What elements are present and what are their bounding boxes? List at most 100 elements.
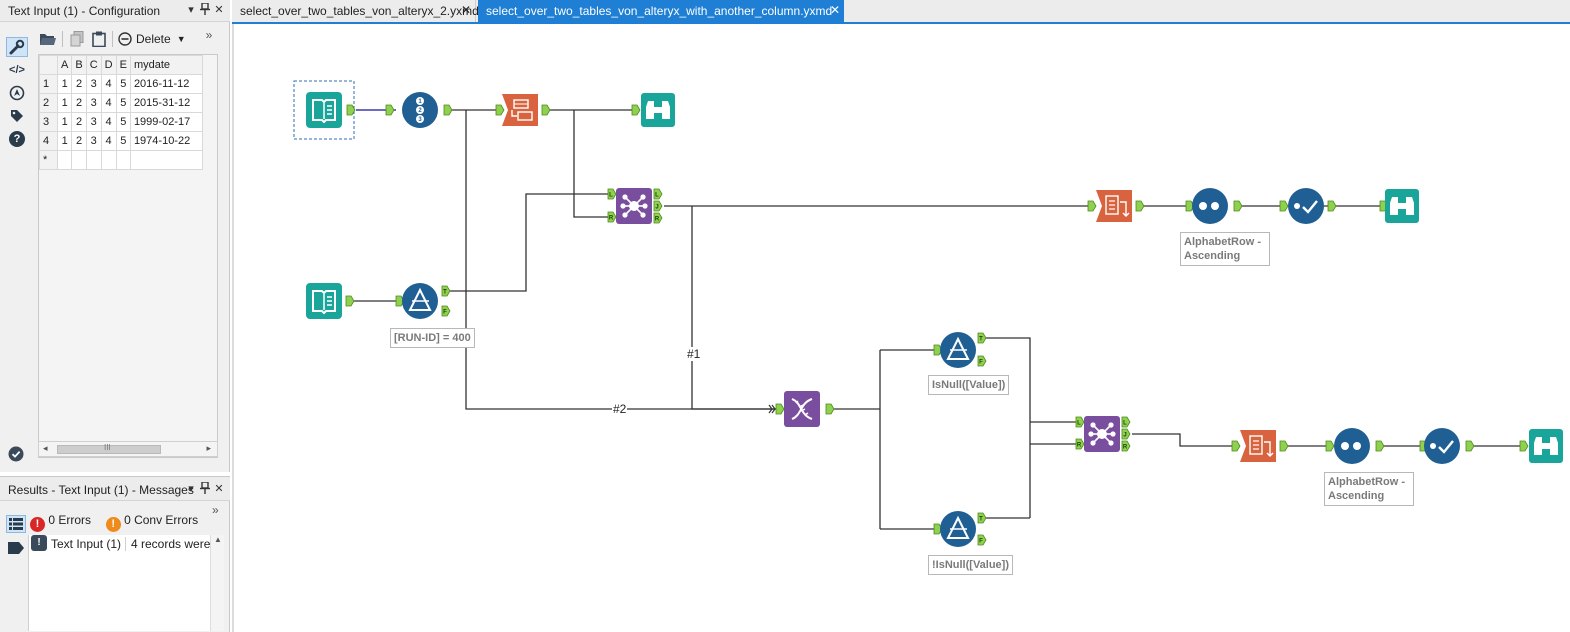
browse-tool-2[interactable] [1379, 189, 1419, 223]
connection-line-1[interactable] [691, 206, 776, 410]
grid-cell[interactable]: 1 [56, 74, 73, 94]
connection-line[interactable] [984, 337, 1031, 518]
grid-cell[interactable]: 2 [71, 131, 87, 151]
annotation-sort-bottom[interactable]: AlphabetRow - Ascending [1324, 472, 1414, 506]
cross-tab-tool-2[interactable] [1231, 430, 1289, 462]
join-tool-1[interactable]: L R L J R [607, 188, 663, 224]
grid-cell[interactable]: 4 [100, 74, 117, 94]
workflow-canvas[interactable]: 1 2 3 [232, 24, 1570, 632]
scroll-thumb[interactable]: III [57, 443, 161, 454]
errors-count[interactable]: 0 Errors [48, 513, 92, 527]
list-view-icon[interactable] [6, 515, 26, 533]
grid-cell[interactable]: 1999-02-17 [129, 112, 203, 132]
workflow-diagram[interactable]: 1 2 3 [234, 24, 1570, 632]
grid-cell[interactable]: 5 [115, 131, 131, 151]
filter-tool-isnull[interactable]: T F [933, 332, 987, 368]
text-input-tool-1[interactable] [306, 92, 356, 128]
help-icon[interactable]: ? [6, 129, 28, 149]
connection-line-2[interactable] [465, 110, 776, 410]
sort-tool-1[interactable] [1185, 188, 1243, 224]
generate-rows-tool[interactable] [768, 391, 835, 427]
conv-errors-count[interactable]: 0 Conv Errors [124, 513, 199, 527]
tab-close-icon[interactable]: ✕ [829, 3, 840, 17]
list-item[interactable]: ! Text Input (1) 4 records were [29, 535, 213, 553]
row-number[interactable]: 4 [39, 131, 58, 151]
tab-workflow-another-column[interactable]: select_over_two_tables_von_alteryx_with_… [478, 0, 844, 22]
grid-cell[interactable]: 2 [71, 93, 87, 113]
xml-code-icon[interactable]: </> [9, 64, 25, 76]
column-header[interactable]: A [56, 55, 73, 75]
scroll-up-icon[interactable]: ▲ [214, 535, 222, 544]
grid-cell[interactable] [129, 150, 203, 170]
open-folder-icon[interactable] [38, 29, 58, 49]
annotation-sort-top[interactable]: AlphabetRow - Ascending [1180, 232, 1270, 266]
column-header[interactable]: C [85, 55, 102, 75]
results-vertical-scrollbar[interactable]: ▲ [210, 535, 224, 631]
grid-cell[interactable]: 2 [71, 74, 87, 94]
tab-workflow-2[interactable]: select_over_two_tables_von_alteryx_2.yxm… [232, 0, 479, 22]
delete-button[interactable]: Delete ▼ [118, 29, 190, 49]
row-number[interactable]: 3 [39, 112, 58, 132]
view-icon[interactable] [6, 83, 28, 103]
scroll-right-icon[interactable]: ▸ [206, 443, 211, 453]
grid-cell[interactable]: 2016-11-12 [129, 74, 203, 94]
grid-cell[interactable] [85, 150, 102, 170]
grid-cell[interactable]: 5 [115, 74, 131, 94]
panel-menu-chevron-icon[interactable]: ▾ [188, 483, 194, 495]
grid-cell[interactable]: 4 [100, 93, 117, 113]
filter-tool-runid[interactable]: T F [395, 283, 451, 319]
column-header[interactable]: E [115, 55, 131, 75]
tab-close-icon[interactable]: ✕ [460, 3, 471, 17]
select-tool-2[interactable] [1419, 428, 1475, 464]
scroll-left-icon[interactable]: ◂ [43, 443, 48, 453]
wrench-icon[interactable] [6, 37, 28, 57]
sort-tool-2[interactable] [1325, 428, 1385, 464]
toolbar-overflow-button[interactable]: » [205, 28, 213, 42]
record-id-tool[interactable]: 1 2 3 [385, 92, 453, 128]
grid-cell[interactable] [100, 150, 117, 170]
grid-cell[interactable] [71, 150, 87, 170]
annotation-filter-notnull[interactable]: !IsNull([Value]) [928, 555, 1014, 575]
column-header[interactable]: B [71, 55, 87, 75]
pin-icon[interactable] [198, 2, 212, 18]
grid-cell[interactable]: 1974-10-22 [129, 131, 203, 151]
grid-cell[interactable] [56, 150, 73, 170]
close-icon[interactable]: ✕ [214, 483, 224, 495]
close-icon[interactable]: ✕ [214, 4, 224, 16]
grid-cell[interactable]: 5 [115, 112, 131, 132]
grid-cell[interactable]: 4 [100, 131, 117, 151]
grid-cell[interactable]: 5 [115, 93, 131, 113]
copy-icon[interactable] [68, 29, 86, 49]
browse-tool-3[interactable] [1519, 429, 1563, 463]
grid-cell[interactable]: 2015-31-12 [129, 93, 203, 113]
column-header[interactable]: D [100, 55, 117, 75]
grid-cell[interactable]: 1 [56, 93, 73, 113]
connection-line[interactable] [573, 110, 608, 218]
pin-icon[interactable] [198, 481, 212, 497]
label-tag-icon[interactable] [6, 539, 26, 557]
apply-check-icon[interactable] [8, 446, 24, 462]
grid-cell[interactable]: 4 [100, 112, 117, 132]
filter-tool-notnull[interactable]: T F [933, 511, 987, 547]
transpose-tool[interactable] [495, 94, 551, 126]
join-tool-2[interactable]: L R L J R [1075, 416, 1131, 452]
grid-cell[interactable]: 1 [56, 131, 73, 151]
tag-icon[interactable] [6, 106, 28, 126]
annotation-filter-isnull[interactable]: IsNull([Value]) [928, 375, 1010, 395]
grid-cell[interactable]: 3 [85, 93, 102, 113]
new-row-marker[interactable]: * [39, 150, 58, 170]
paste-icon[interactable] [90, 29, 108, 49]
panel-menu-chevron-icon[interactable]: ▾ [188, 4, 194, 16]
select-tool-1[interactable] [1279, 188, 1337, 224]
results-overflow-button[interactable]: » [212, 503, 219, 517]
browse-tool-1[interactable] [631, 93, 675, 127]
grid-horizontal-scrollbar[interactable]: ◂ III ▸ [38, 441, 218, 457]
cross-tab-tool-1[interactable] [1087, 190, 1145, 222]
row-number[interactable]: 2 [39, 93, 58, 113]
connection-line[interactable] [1132, 433, 1232, 447]
grid-cell[interactable] [115, 150, 131, 170]
column-header[interactable]: mydate [129, 55, 203, 75]
grid-cell[interactable]: 3 [85, 112, 102, 132]
text-input-tool-2[interactable] [306, 283, 355, 319]
grid-cell[interactable]: 1 [56, 112, 73, 132]
